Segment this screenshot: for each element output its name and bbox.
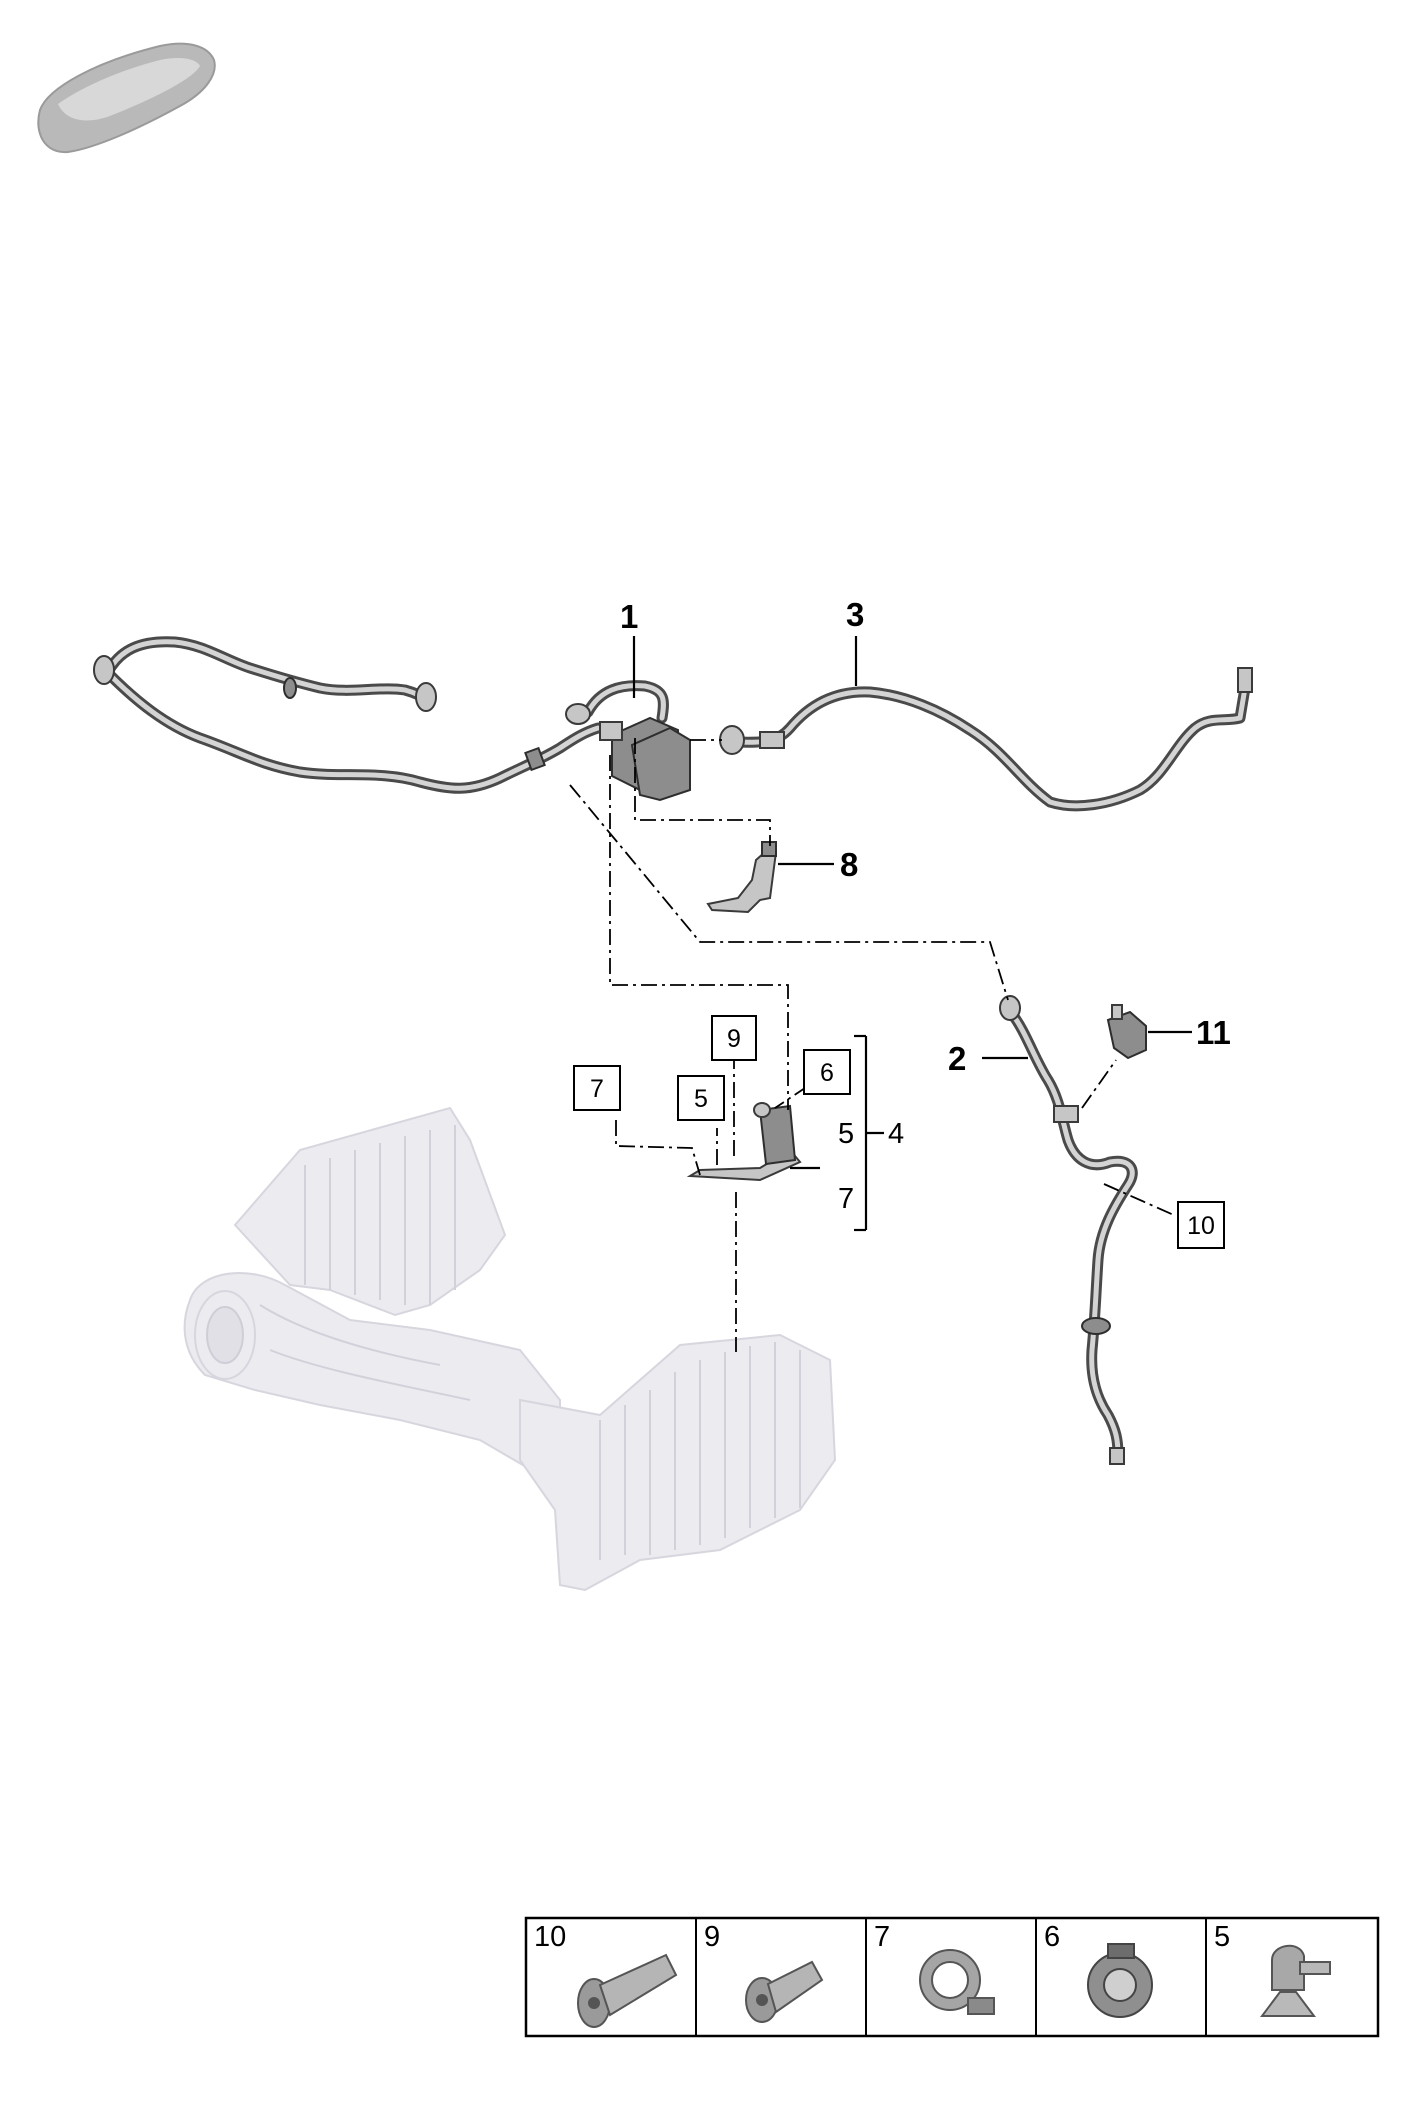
group-item-7: 7 xyxy=(838,1183,854,1215)
torx-bolt-long-icon xyxy=(577,1953,678,2028)
vent-hose-right xyxy=(719,667,1253,812)
boxed-label-10: 10 xyxy=(1177,1201,1225,1249)
legend-cell-6: 6 xyxy=(1044,1921,1153,2018)
vehicle-silhouette-icon xyxy=(37,42,216,154)
group-item-5: 5 xyxy=(838,1118,854,1150)
torx-bolt-short-icon xyxy=(745,1960,824,2023)
callout-part-3: 3 xyxy=(846,596,864,633)
vent-hose-left xyxy=(93,636,604,794)
svg-text:9: 9 xyxy=(727,1025,741,1053)
callout-part-8: 8 xyxy=(840,846,858,883)
callout-part-2: 2 xyxy=(948,1040,966,1077)
leader-lines xyxy=(632,636,1192,1232)
vent-hose-lower xyxy=(999,995,1138,1465)
push-rivet-clip-icon xyxy=(1260,1945,1331,2017)
callout-part-4: 4 xyxy=(888,1118,904,1150)
relation-lines xyxy=(569,738,1177,1352)
svg-text:10: 10 xyxy=(1187,1212,1215,1240)
legend-cell-10: 10 xyxy=(534,1921,678,2028)
svg-text:6: 6 xyxy=(1044,1921,1060,1953)
callout-part-1: 1 xyxy=(620,598,638,635)
purge-valve xyxy=(565,680,691,802)
svg-text:10: 10 xyxy=(534,1921,566,1953)
boxed-label-7: 7 xyxy=(573,1065,621,1111)
bracket-part-4 xyxy=(686,1102,802,1182)
hose-clip-bracket-icon xyxy=(1087,1943,1153,2018)
svg-text:7: 7 xyxy=(874,1921,890,1953)
hose-clip-ring-icon xyxy=(919,1949,995,2015)
parts-legend: 10 9 7 6 xyxy=(524,1916,1380,2038)
boxed-label-9: 9 xyxy=(711,1015,757,1061)
intake-manifold-ghost xyxy=(183,1106,837,1592)
svg-text:5: 5 xyxy=(1214,1921,1230,1953)
sensor-part-11 xyxy=(1106,1004,1147,1060)
boxed-label-5: 5 xyxy=(677,1075,725,1121)
legend-cell-7: 7 xyxy=(874,1921,995,2015)
svg-text:5: 5 xyxy=(694,1085,708,1113)
bracket-part-8 xyxy=(706,841,778,914)
svg-text:6: 6 xyxy=(820,1059,834,1087)
legend-cell-5: 5 xyxy=(1214,1921,1331,2017)
svg-text:9: 9 xyxy=(704,1921,720,1953)
legend-cell-9: 9 xyxy=(704,1921,824,2023)
callout-part-11: 11 xyxy=(1196,1014,1231,1051)
boxed-label-6: 6 xyxy=(803,1049,851,1095)
svg-text:7: 7 xyxy=(590,1075,604,1103)
